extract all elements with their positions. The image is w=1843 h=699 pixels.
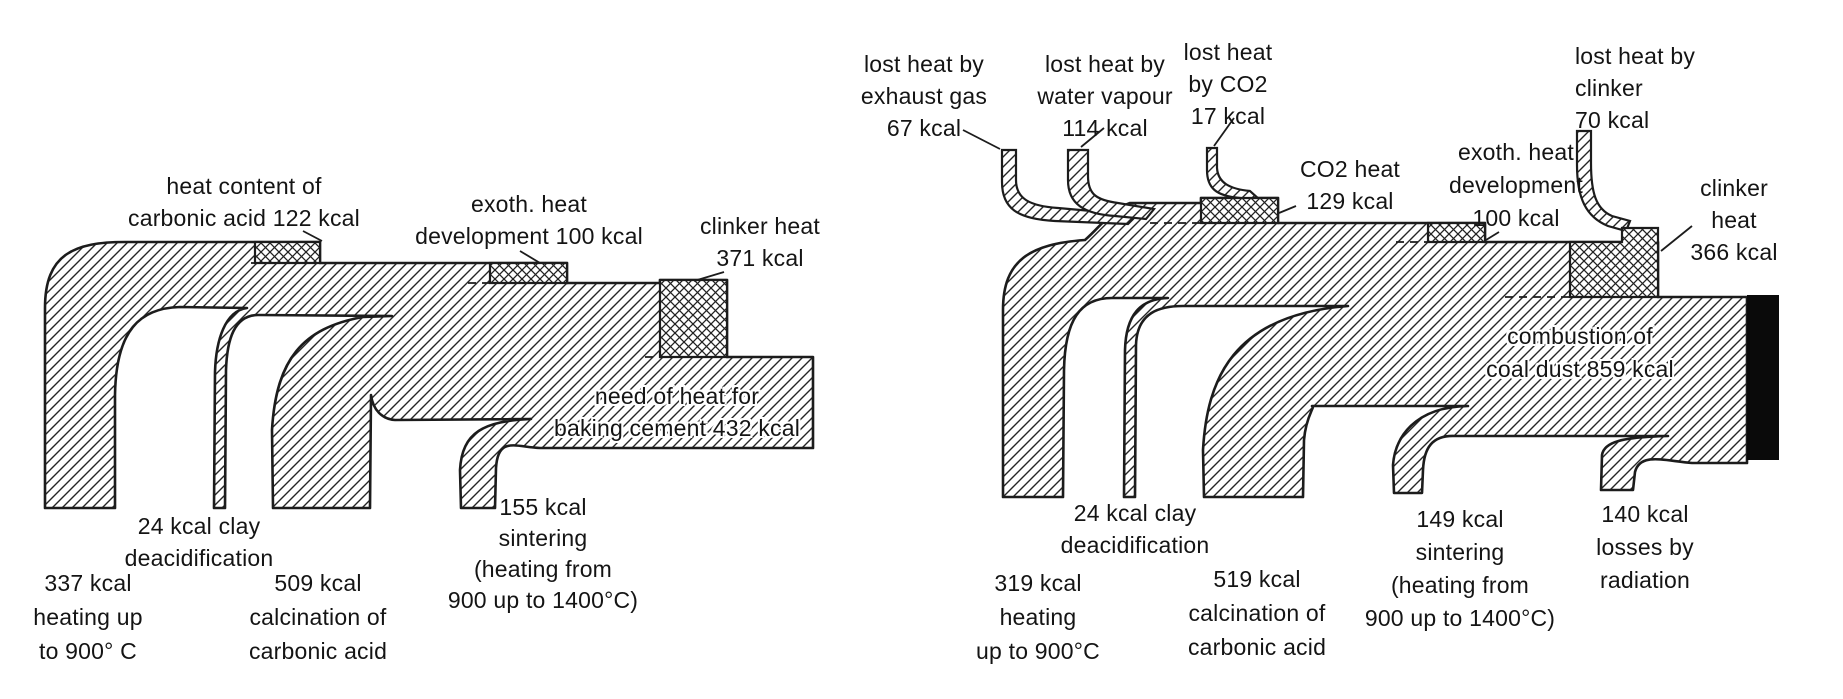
label-lost-water-vapour: lost heat by water vapour 114 kcal [1037,51,1173,141]
pointer-co2-loss [1213,117,1235,147]
label-heating-right: 319 kcal heating up to 900°C [976,570,1100,664]
pointer-carbonic-acid [302,230,323,242]
label-lost-clinker: lost heat by clinker 70 kcal [1575,43,1696,133]
pointer-exoth-left [519,250,541,264]
label-exoth-right: exoth. heat development 100 kcal [1449,139,1583,231]
label-exoth-left: exoth. heat development 100 kcal [415,191,643,249]
pointer-co2-heat [1278,205,1297,214]
pointer-clinker-right [1660,225,1693,252]
exhaust-gas-stream [1000,148,1140,226]
pointer-clinker-left [693,271,725,282]
label-clinker-heat-left: clinker heat 371 kcal [699,213,821,271]
clinker-heat-block-right [1568,226,1660,299]
carbonic-acid-credit-block [253,240,322,265]
label-clay-right: 24 kcal clay deacidification [1060,500,1210,558]
label-radiation: 140 kcal losses by radiation [1596,501,1694,593]
water-vapour-stream [1066,148,1157,221]
label-sintering-left: 155 kcal sintering (heating from 900 up … [447,494,639,613]
co2-loss-stream [1205,146,1264,202]
left-sankey-body [43,240,815,510]
clinker-heat-block-left [658,278,729,359]
label-clay-left: 24 kcal clay deacidification [124,513,274,571]
pointer-exhaust [962,129,1001,150]
label-clinker-heat-right: clinker heat 366 kcal [1690,175,1778,265]
exoth-credit-block-left [488,261,569,285]
right-sankey [962,117,1779,499]
pointer-vapour [1080,127,1105,148]
clinker-loss-stream [1575,129,1632,233]
label-sintering-right: 149 kcal sintering (heating from 900 up … [1364,506,1556,631]
label-heat-content-carbonic-acid: heat content of carbonic acid 122 kcal [128,173,360,231]
label-heating-left: 337 kcal heating up to 900° C [33,570,143,664]
label-calcination-left: 509 kcal calcination of carbonic acid [248,570,388,664]
label-need-of-heat: need of heat for baking cement 432 kcal [553,383,801,441]
label-combustion: combustion of coal dust 859 kcal [1486,323,1674,382]
right-sankey-body [1001,196,1749,499]
fuel-input-bar [1747,295,1779,460]
co2-heat-block [1199,196,1280,225]
label-co2-heat: CO2 heat 129 kcal [1299,156,1401,214]
left-sankey [43,230,815,510]
label-lost-exhaust-gas: lost heat by exhaust gas 67 kcal [860,51,988,141]
pointer-exoth-right [1485,231,1500,241]
label-calcination-right: 519 kcal calcination of carbonic acid [1187,566,1327,660]
label-lost-co2: lost heat by CO2 17 kcal [1183,39,1273,129]
